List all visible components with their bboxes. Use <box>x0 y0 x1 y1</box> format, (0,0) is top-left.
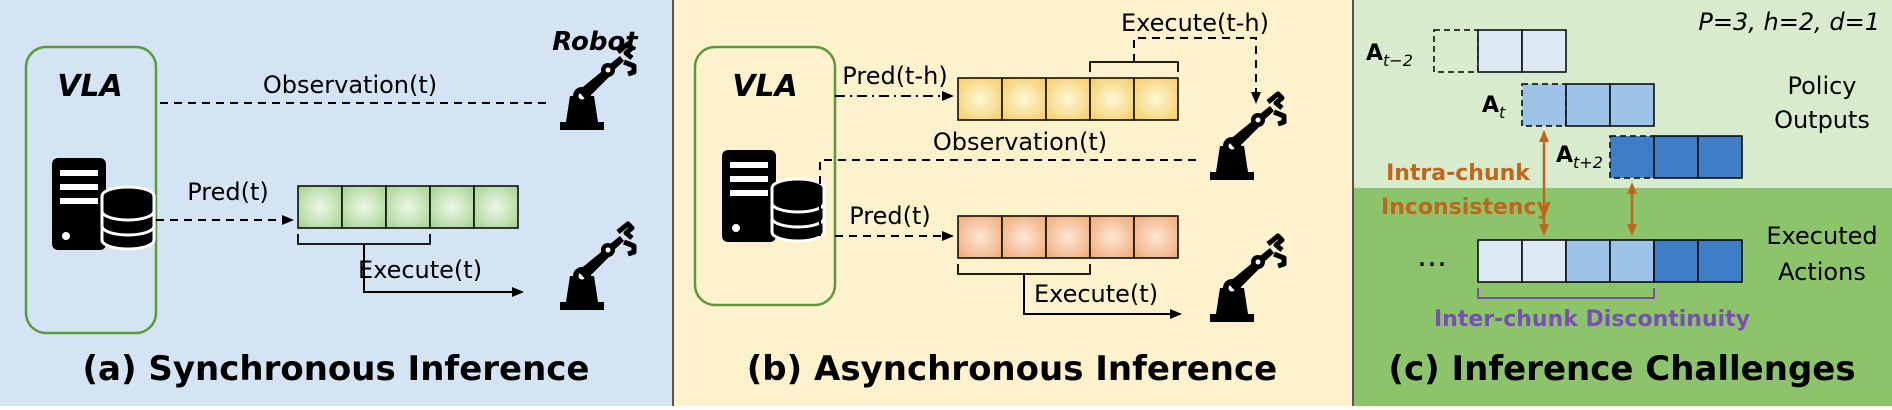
panel-b-prev-cell <box>957 77 1003 121</box>
panel-c: P=3, h=2, d=1 At−2 At At+2 Policy Output… <box>1354 0 1892 406</box>
panel-b-pred-label: Pred(t) <box>849 202 931 230</box>
panel-a-pred-label: Pred(t) <box>187 178 269 206</box>
panel-c-intra-label-line2: Inconsistency <box>1381 195 1551 220</box>
panel-b-new-cell <box>1133 215 1179 259</box>
panel-b-prev-chunk <box>957 77 1179 121</box>
panel-a-vla-box <box>24 45 158 335</box>
panel-b-execute-arrow <box>1023 274 1182 319</box>
panel-c-intra-label-line1: Intra-chunk <box>1386 161 1531 186</box>
panel-b-vla-label: VLA <box>732 69 798 104</box>
panel-a-action-chunk <box>297 185 519 229</box>
panel-a-vla-label: VLA <box>57 69 123 104</box>
panel-c-cell <box>1609 83 1655 127</box>
panel-a-observation-label: Observation(t) <box>263 71 437 99</box>
panel-c-executed-chunk <box>1477 239 1743 283</box>
panel-c-inter-label: Inter-chunk Discontinuity <box>1434 307 1750 332</box>
panel-c-title: (c) Inference Challenges <box>1388 349 1855 389</box>
panel-b-observation-arrow <box>819 159 1196 236</box>
panel-c-a-tm2-label: At−2 <box>1366 41 1413 70</box>
panel-b-new-cell <box>1001 215 1047 259</box>
panel-c-ellipsis: … <box>1417 239 1447 274</box>
panel-c-cell <box>1565 83 1611 127</box>
panel-c-exec-cell <box>1521 239 1567 283</box>
panel-a: VLA Robot Observation(t) Pred(t) Execute… <box>0 0 672 406</box>
panel-b: VLA Pred(t-h) Execute(t-h) Observation(t… <box>674 0 1352 406</box>
panel-c-cell <box>1653 135 1699 179</box>
panel-b-new-cell <box>1089 215 1135 259</box>
panel-a-cell <box>429 185 475 229</box>
panel-c-policy-label-line2: Outputs <box>1774 106 1870 134</box>
panel-c-policy-label-line1: Policy <box>1787 72 1856 100</box>
panel-a-cell <box>341 185 387 229</box>
panel-c-cell-dashed <box>1521 83 1567 127</box>
panel-b-prev-cell <box>1133 77 1179 121</box>
panel-a-execute-arrow <box>363 244 524 297</box>
panel-a-cell <box>473 185 519 229</box>
panel-c-cell <box>1521 29 1567 73</box>
panel-c-cell-dashed <box>1609 135 1655 179</box>
panel-b-observation-label: Observation(t) <box>933 128 1107 156</box>
panel-b-new-cell <box>957 215 1003 259</box>
panel-c-chunk-t <box>1521 83 1655 127</box>
panel-b-new-chunk <box>957 215 1179 259</box>
divider-ab <box>672 0 674 406</box>
panel-c-chunk-tp2 <box>1609 135 1743 179</box>
panel-c-chunk-tm2 <box>1433 29 1567 73</box>
panel-c-exec-cell <box>1565 239 1611 283</box>
panel-a-title: (a) Synchronous Inference <box>83 349 590 389</box>
panel-a-execute-label: Execute(t) <box>358 256 482 284</box>
panel-c-a-t-label: At <box>1482 93 1506 122</box>
panel-c-executed-label-line1: Executed <box>1766 222 1877 250</box>
panel-b-prev-cell <box>1089 77 1135 121</box>
panel-c-executed-label-line2: Actions <box>1778 258 1866 286</box>
panel-c-exec-cell <box>1653 239 1699 283</box>
panel-c-a-tp2-label: At+2 <box>1556 143 1603 172</box>
panel-c-inter-bracket <box>1477 288 1655 299</box>
panel-b-new-cell <box>1045 215 1091 259</box>
panel-b-execute-label: Execute(t) <box>1034 280 1158 308</box>
panel-b-pred-prev-label: Pred(t-h) <box>842 62 947 90</box>
panel-b-execute-prev-arrow <box>1133 37 1261 104</box>
panel-b-vla-box <box>693 45 837 307</box>
panel-c-cell <box>1477 29 1523 73</box>
panel-c-params-label: P=3, h=2, d=1 <box>1698 8 1880 36</box>
panel-b-prev-cell <box>1001 77 1047 121</box>
panel-b-execute-prev-label: Execute(t-h) <box>1121 9 1269 37</box>
divider-bc <box>1352 0 1354 406</box>
panel-a-cell <box>297 185 343 229</box>
panel-c-exec-cell <box>1609 239 1655 283</box>
panel-b-title: (b) Asynchronous Inference <box>747 349 1277 389</box>
panel-a-cell <box>385 185 431 229</box>
panel-c-exec-cell <box>1477 239 1523 283</box>
panel-b-prev-cell <box>1045 77 1091 121</box>
panel-c-cell <box>1697 135 1743 179</box>
panel-c-exec-cell <box>1697 239 1743 283</box>
